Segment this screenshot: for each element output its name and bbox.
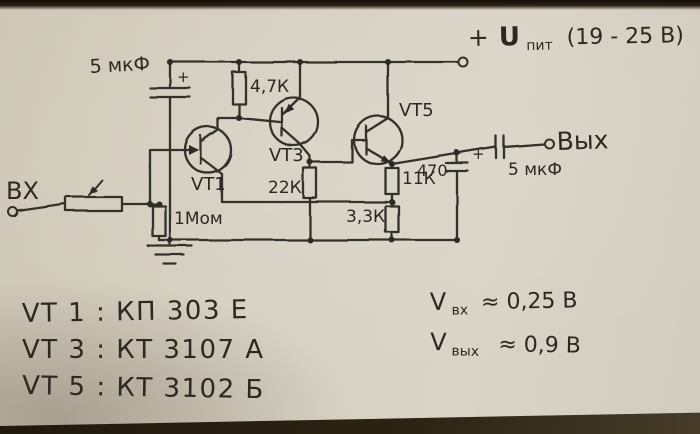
resistor-1mohm [151, 202, 167, 242]
input-label: ВХ [6, 177, 39, 205]
part-list-line-vt1: VT 1 : КП 303 Е [22, 295, 249, 329]
voltage-line-output: V вых ≈ 0,9 В [430, 328, 581, 362]
vt5-label: VT5 [399, 100, 434, 121]
potentiometer [64, 179, 162, 213]
ground-symbol [146, 244, 194, 266]
output-wire [390, 145, 498, 166]
r22k-label: 22К [268, 178, 302, 198]
c1-polarity: + [177, 68, 190, 86]
capacitor-output [494, 134, 546, 160]
r1m-label: 1Мом [174, 209, 223, 229]
photo-edge-top [0, 0, 700, 10]
input-terminal [7, 202, 68, 218]
wire-vt3-to-vt5-base [308, 138, 366, 164]
part-list-line-vt3: VT 3 : КТ 3107 А [22, 335, 265, 365]
resistor-3k3 [384, 200, 400, 242]
part-list-line-vt5: VT 5 : КТ 3102 Б [22, 371, 265, 405]
power-rail [166, 56, 469, 68]
r3k3-label: 3,3К [346, 207, 385, 227]
capacitor-c1 [148, 60, 192, 246]
capacitor-470 [444, 151, 470, 242]
resistor-11k [384, 162, 400, 204]
transistor-vt1 [148, 116, 238, 206]
vt1-label: VT1 [191, 174, 226, 195]
r11k-label: 11К [402, 169, 436, 189]
voltage-line-input: V вх ≈ 0,25 В [430, 285, 578, 319]
output-terminal [543, 138, 555, 149]
r4k7-label: 4,7К [250, 77, 289, 97]
vt3-label: VT3 [269, 145, 304, 166]
power-label: + U пит (19 - 25 В) [468, 19, 684, 55]
c470-polarity: + [472, 145, 485, 163]
junction-dots [147, 59, 460, 243]
c1-label: 5 мкФ [89, 53, 150, 78]
transistor-vt5 [352, 60, 404, 166]
c470-label: 470 [417, 161, 448, 180]
cout-label: 5 мкФ [508, 160, 562, 180]
output-label: Вых [556, 125, 609, 156]
